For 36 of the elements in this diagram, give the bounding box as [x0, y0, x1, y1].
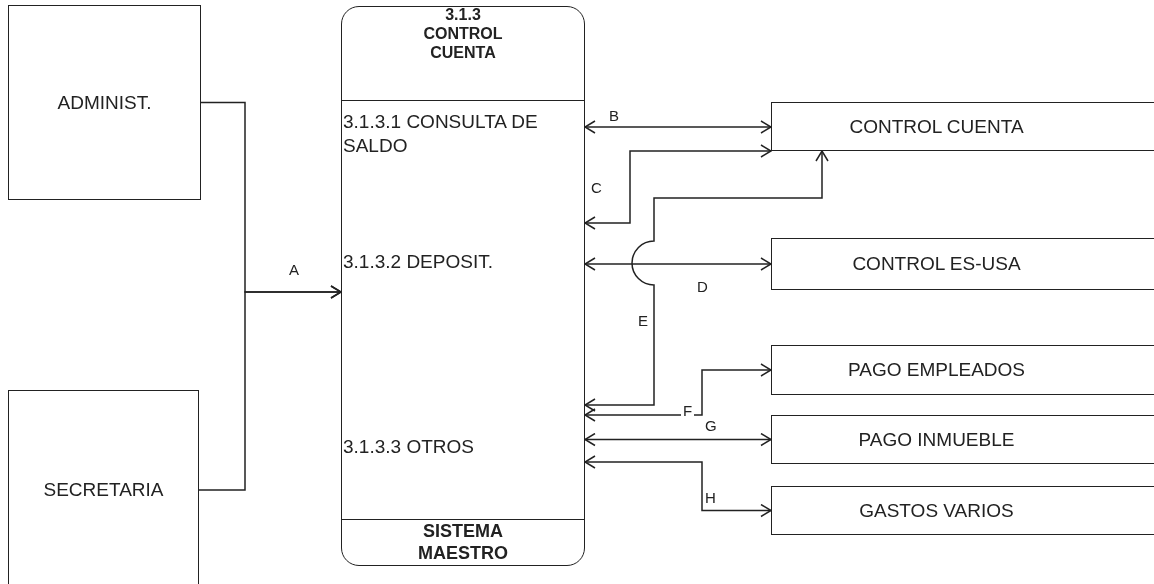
subprocess-label: 3.1.3.1 CONSULTA DE SALDO [343, 110, 539, 158]
flow-arrow [584, 257, 772, 271]
edge-label: C [589, 180, 604, 195]
flow-arrow [198, 285, 342, 491]
entity-label: SECRETARIA [43, 479, 164, 501]
edge-label: B [607, 108, 621, 123]
data-store-label: GASTOS VARIOS [859, 499, 1014, 522]
process-box [341, 6, 585, 566]
data-store-box [771, 345, 1154, 395]
data-store-label: PAGO INMUEBLE [858, 428, 1015, 451]
flow-arrow [584, 432, 772, 447]
data-store-label: PAGO EMPLEADOS [848, 359, 1025, 381]
data-store-box [771, 486, 1154, 535]
edge-label: G [703, 418, 719, 433]
system-label: SISTEMA MAESTRO [417, 521, 509, 565]
entity-label: ADMINIST. [57, 91, 152, 114]
flow-arrow [584, 455, 772, 518]
flow-arrow [584, 120, 772, 134]
data-store-label: CONTROL CUENTA [849, 115, 1024, 138]
flow-arrow [584, 363, 772, 422]
edge-label: F [681, 403, 695, 418]
process-title: 3.1.3 CONTROL CUENTA [422, 5, 504, 63]
edge-label: D [695, 279, 710, 294]
external-entity-box [8, 390, 199, 584]
edge-label: H [703, 490, 718, 505]
external-entity-box [8, 5, 201, 200]
edge-label: A [287, 262, 301, 277]
subprocess-label: 3.1.3.3 OTROS [343, 435, 475, 459]
flow-arrow [584, 144, 772, 230]
subprocess-label: 3.1.3.2 DEPOSIT. [343, 250, 494, 274]
edge-label: E [636, 313, 650, 328]
data-store-box [771, 415, 1154, 464]
data-store-box [771, 102, 1154, 151]
data-store-label: CONTROL ES-USA [852, 253, 1021, 275]
flow-arrow [584, 150, 829, 412]
data-store-box [771, 238, 1154, 290]
